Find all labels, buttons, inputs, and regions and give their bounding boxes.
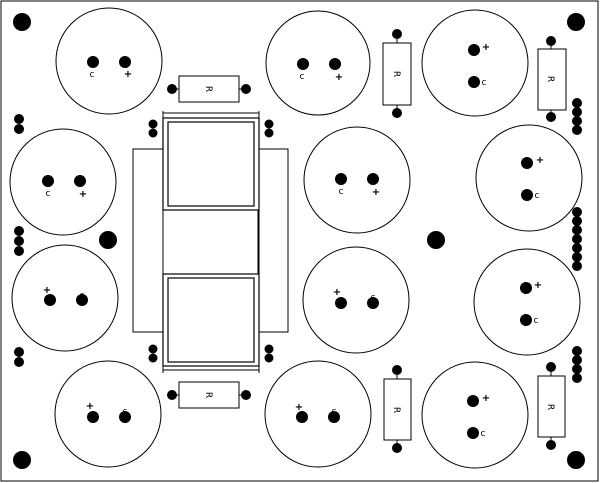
connector-right-middle	[572, 207, 582, 271]
svg-text:c: c	[332, 407, 337, 417]
transistor-top	[162, 111, 260, 211]
capacitor-c12: + c	[421, 361, 529, 469]
svg-text:+: +	[482, 393, 490, 404]
svg-text:R: R	[545, 404, 555, 410]
svg-text:+: +	[536, 155, 544, 166]
transistor-bottom	[162, 273, 260, 373]
connector-left-top	[14, 114, 24, 134]
resistor-r6: R	[537, 362, 566, 450]
svg-text:c: c	[339, 187, 344, 197]
svg-text:+: +	[124, 69, 132, 80]
mounting-hole-bottom-right	[567, 451, 585, 469]
svg-text:+: +	[534, 280, 542, 291]
capacitor-c6: + c	[475, 124, 583, 232]
svg-text:R: R	[203, 86, 213, 92]
svg-text:+: +	[86, 401, 94, 412]
svg-text:+: +	[335, 72, 343, 83]
svg-text:c: c	[371, 293, 376, 303]
capacitor-c5: c +	[303, 126, 411, 234]
svg-text:c: c	[123, 407, 128, 417]
heatsink-right	[257, 148, 289, 333]
svg-text:+: +	[79, 189, 87, 200]
mounting-hole-top-right	[567, 13, 585, 31]
mounting-hole-center-left	[99, 231, 117, 249]
capacitor-c8: + c	[302, 246, 410, 354]
resistor-r4: R	[537, 36, 567, 122]
svg-text:R: R	[203, 392, 213, 398]
svg-text:+: +	[482, 42, 490, 53]
resistor-r5: R	[383, 365, 412, 453]
connector-right-top	[572, 98, 582, 135]
capacitor-c2: c +	[265, 10, 371, 116]
mounting-hole-bottom-left	[13, 451, 31, 469]
svg-text:R: R	[391, 407, 401, 413]
svg-text:c: c	[80, 291, 85, 301]
resistor-r2: R	[167, 381, 251, 409]
capacitor-c7: + c	[11, 244, 119, 352]
svg-text:+: +	[333, 287, 341, 298]
heatsink-left	[132, 148, 164, 333]
connector-left-bottom	[14, 347, 24, 367]
capacitor-c4: c +	[9, 128, 117, 236]
svg-text:c: c	[481, 429, 486, 439]
capacitor-c11: + c	[264, 360, 372, 468]
capacitor-c10: + c	[54, 360, 162, 468]
svg-text:c: c	[300, 72, 305, 82]
svg-text:c: c	[482, 78, 487, 88]
capacitor-c1: c +	[55, 7, 163, 115]
svg-text:+: +	[43, 285, 51, 296]
resistor-r1: R	[167, 75, 251, 103]
connector-right-bottom	[572, 346, 582, 383]
svg-text:c: c	[535, 191, 540, 201]
transistor-link	[162, 209, 260, 275]
svg-text:c: c	[90, 70, 95, 80]
svg-text:R: R	[545, 76, 555, 82]
svg-text:+: +	[295, 402, 303, 413]
svg-text:c: c	[534, 316, 539, 326]
mounting-hole-center-right	[427, 231, 445, 249]
capacitor-c9: + c	[473, 248, 581, 356]
transistor-top-pads	[148, 119, 274, 138]
resistor-r3: R	[382, 29, 412, 118]
svg-text:R: R	[391, 71, 401, 77]
svg-text:+: +	[372, 187, 380, 198]
capacitor-c3: + c	[421, 9, 529, 117]
svg-text:c: c	[46, 189, 51, 199]
transistor-bottom-pads	[148, 344, 274, 363]
mounting-hole-top-left	[13, 13, 31, 31]
connector-left-middle	[14, 226, 24, 256]
